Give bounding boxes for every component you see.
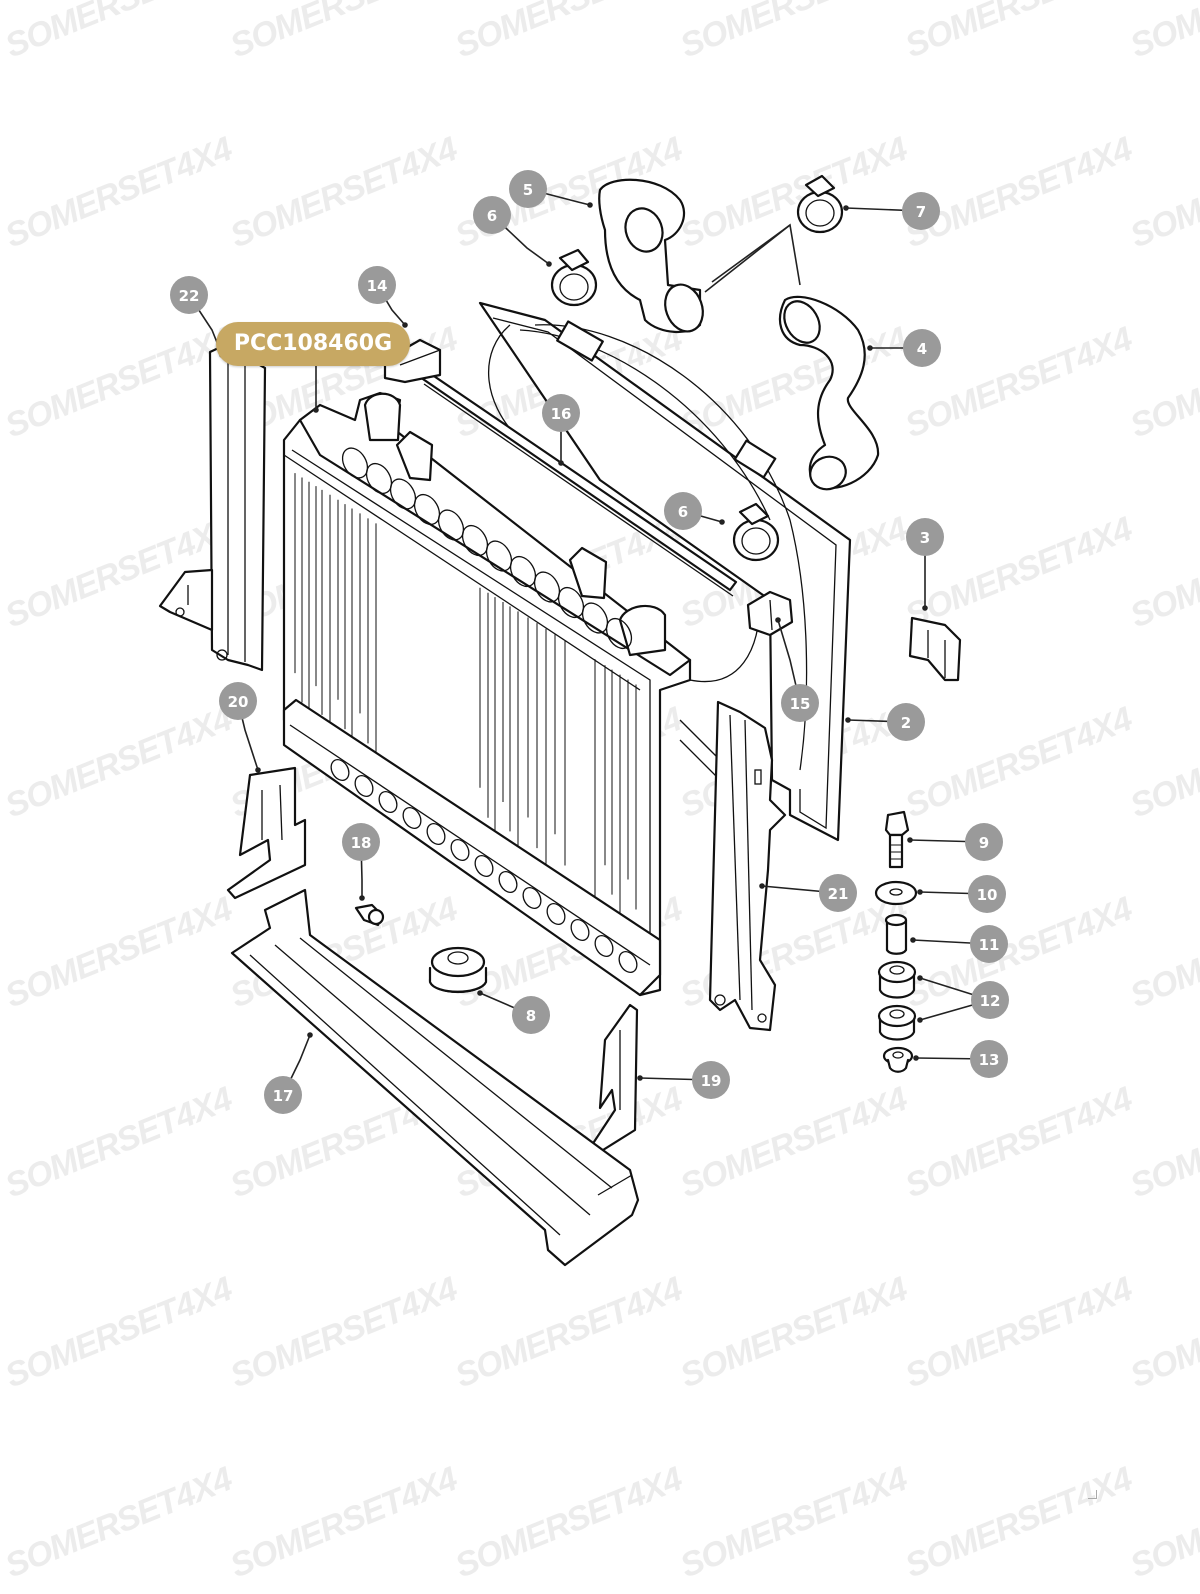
callout-3[interactable]: 3 (906, 518, 944, 556)
hose-clamp-part[interactable] (796, 174, 844, 234)
callout-number: 14 (367, 277, 388, 295)
callout-6[interactable]: 6 (473, 196, 511, 234)
spacer-part[interactable] (884, 913, 908, 955)
callout-number: 2 (901, 714, 911, 732)
highlighted-part-label[interactable]: PCC108460G (216, 322, 410, 366)
push-clip-part[interactable] (354, 903, 385, 927)
hose-clamp-part[interactable] (732, 502, 780, 562)
callout-number: 5 (523, 181, 533, 199)
callout-16[interactable]: 16 (542, 394, 580, 432)
callout-layer: 22 14 5 6 7 4 16 6 3 15 2 20 18 9 21 10 11 8 12 13 19 17 (170, 170, 1009, 1114)
side-support-left-part[interactable] (158, 343, 267, 672)
callout-number: 17 (273, 1087, 294, 1105)
callout-2[interactable]: 2 (887, 703, 925, 741)
callout-number: 9 (979, 834, 989, 852)
callout-number: 16 (551, 405, 572, 423)
callout-number: 18 (351, 834, 372, 852)
callout-number: 12 (980, 992, 1001, 1010)
bracket-clip-part[interactable] (383, 338, 442, 384)
bush-part[interactable] (882, 1046, 914, 1073)
radiator-cowl-part[interactable] (478, 301, 852, 842)
lower-bracket-left-part[interactable] (226, 766, 307, 900)
callout-13[interactable]: 13 (970, 1040, 1008, 1078)
callout-number: 15 (790, 695, 811, 713)
callout-number: 6 (487, 207, 497, 225)
rubber-mount-part[interactable] (877, 960, 917, 1041)
callout-number: 6 (678, 503, 688, 521)
grommet-part[interactable] (428, 946, 488, 994)
callout-8[interactable]: 8 (512, 996, 550, 1034)
callout-9[interactable]: 9 (965, 823, 1003, 861)
radiator-core-part[interactable] (282, 391, 692, 997)
callout-number: 11 (979, 936, 1000, 954)
lower-bracket-right-part[interactable] (588, 1003, 639, 1157)
hose-connector-part[interactable] (746, 590, 794, 637)
washer-part[interactable] (874, 880, 918, 906)
callout-7[interactable]: 7 (902, 192, 940, 230)
callout-15[interactable]: 15 (781, 684, 819, 722)
callout-6[interactable]: 6 (664, 492, 702, 530)
top-hose-part[interactable] (598, 178, 709, 337)
bolt-part[interactable] (884, 810, 910, 869)
undertray-part[interactable] (230, 888, 640, 1267)
callout-17[interactable]: 17 (264, 1076, 302, 1114)
callout-number: 4 (917, 340, 927, 358)
callout-22[interactable]: 22 (170, 276, 208, 314)
bottom-hose-part[interactable] (777, 295, 880, 494)
corner-mark (1088, 1490, 1097, 1499)
callout-number: 19 (701, 1072, 722, 1090)
callout-12[interactable]: 12 (971, 981, 1009, 1019)
callout-number: 8 (526, 1007, 536, 1025)
hose-clamp-part[interactable] (550, 248, 598, 307)
callout-number: 7 (916, 203, 926, 221)
callout-14[interactable]: 14 (358, 266, 396, 304)
callout-number: 21 (828, 885, 849, 903)
callout-number: 3 (920, 529, 930, 547)
callout-19[interactable]: 19 (692, 1061, 730, 1099)
callout-number: 20 (228, 693, 249, 711)
callout-20[interactable]: 20 (219, 682, 257, 720)
callout-11[interactable]: 11 (970, 925, 1008, 963)
callout-21[interactable]: 21 (819, 874, 857, 912)
callout-number: 10 (977, 886, 998, 904)
side-support-right-part[interactable] (708, 700, 787, 1032)
callout-number: 22 (179, 287, 200, 305)
callout-5[interactable]: 5 (509, 170, 547, 208)
callout-number: 13 (979, 1051, 1000, 1069)
clip-part[interactable] (908, 616, 962, 682)
callout-10[interactable]: 10 (968, 875, 1006, 913)
callout-4[interactable]: 4 (903, 329, 941, 367)
callout-18[interactable]: 18 (342, 823, 380, 861)
